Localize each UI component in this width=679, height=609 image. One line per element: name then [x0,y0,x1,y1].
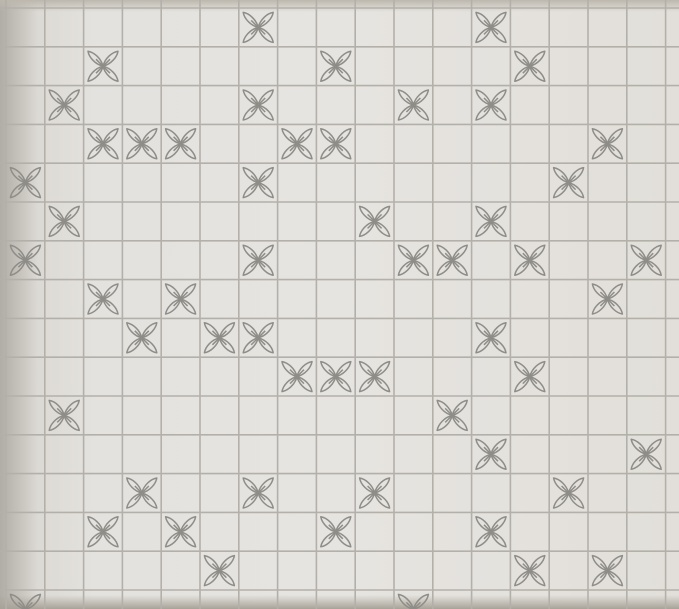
four-petal-flower-icon [437,400,467,430]
four-petal-flower-icon [243,90,273,120]
four-petal-flower-icon [476,90,506,120]
four-petal-flower-icon [592,129,622,159]
four-petal-flower-icon [515,245,545,275]
four-petal-flower-icon [554,478,584,508]
four-petal-flower-icon [631,439,661,469]
four-petal-flower-icon [321,51,351,81]
four-petal-flower-icon [321,517,351,547]
four-petal-flower-icon [10,245,40,275]
four-petal-flower-icon [243,245,273,275]
four-petal-flower-icon [282,129,312,159]
four-petal-flower-icon [88,51,118,81]
four-petal-flower-icon [127,323,157,353]
four-petal-flower-icon [360,478,390,508]
four-petal-flower-icon [631,245,661,275]
four-petal-flower-icon [554,168,584,198]
four-petal-flower-icon [10,594,40,609]
four-petal-flower-icon [166,517,196,547]
four-petal-flower-icon [243,323,273,353]
four-petal-flower-icon [49,206,79,236]
four-petal-flower-icon [360,206,390,236]
four-petal-flower-icon [398,90,428,120]
four-petal-flower-icon [243,12,273,42]
four-petal-flower-icon [127,129,157,159]
four-petal-flower-icon [476,517,506,547]
four-petal-flower-icon [49,90,79,120]
four-petal-flower-icon [282,362,312,392]
four-petal-flower-icon [476,206,506,236]
four-petal-flower-icon [476,12,506,42]
four-petal-flower-icon [476,439,506,469]
four-petal-flower-icon [10,168,40,198]
four-petal-flower-icon [360,362,390,392]
four-petal-flower-icon [398,594,428,609]
four-petal-flower-icon [166,129,196,159]
four-petal-flower-icon [321,362,351,392]
four-petal-flower-icon [592,284,622,314]
four-petal-flower-icon [398,245,428,275]
four-petal-flower-icon [204,556,234,586]
four-petal-flower-icon [515,362,545,392]
four-petal-flower-icon [592,556,622,586]
four-petal-flower-icon [515,556,545,586]
four-petal-flower-icon [88,129,118,159]
four-petal-flower-icon [437,245,467,275]
four-petal-flower-icon [321,129,351,159]
four-petal-flower-icon [476,323,506,353]
four-petal-flower-icon [166,284,196,314]
four-petal-flower-icon [49,400,79,430]
four-petal-flower-icon [127,478,157,508]
four-petal-flower-icon [88,517,118,547]
four-petal-flower-icon [204,323,234,353]
four-petal-flower-icon [243,168,273,198]
four-petal-flower-icon [243,478,273,508]
four-petal-flower-icon [88,284,118,314]
four-petal-flower-icon [515,51,545,81]
